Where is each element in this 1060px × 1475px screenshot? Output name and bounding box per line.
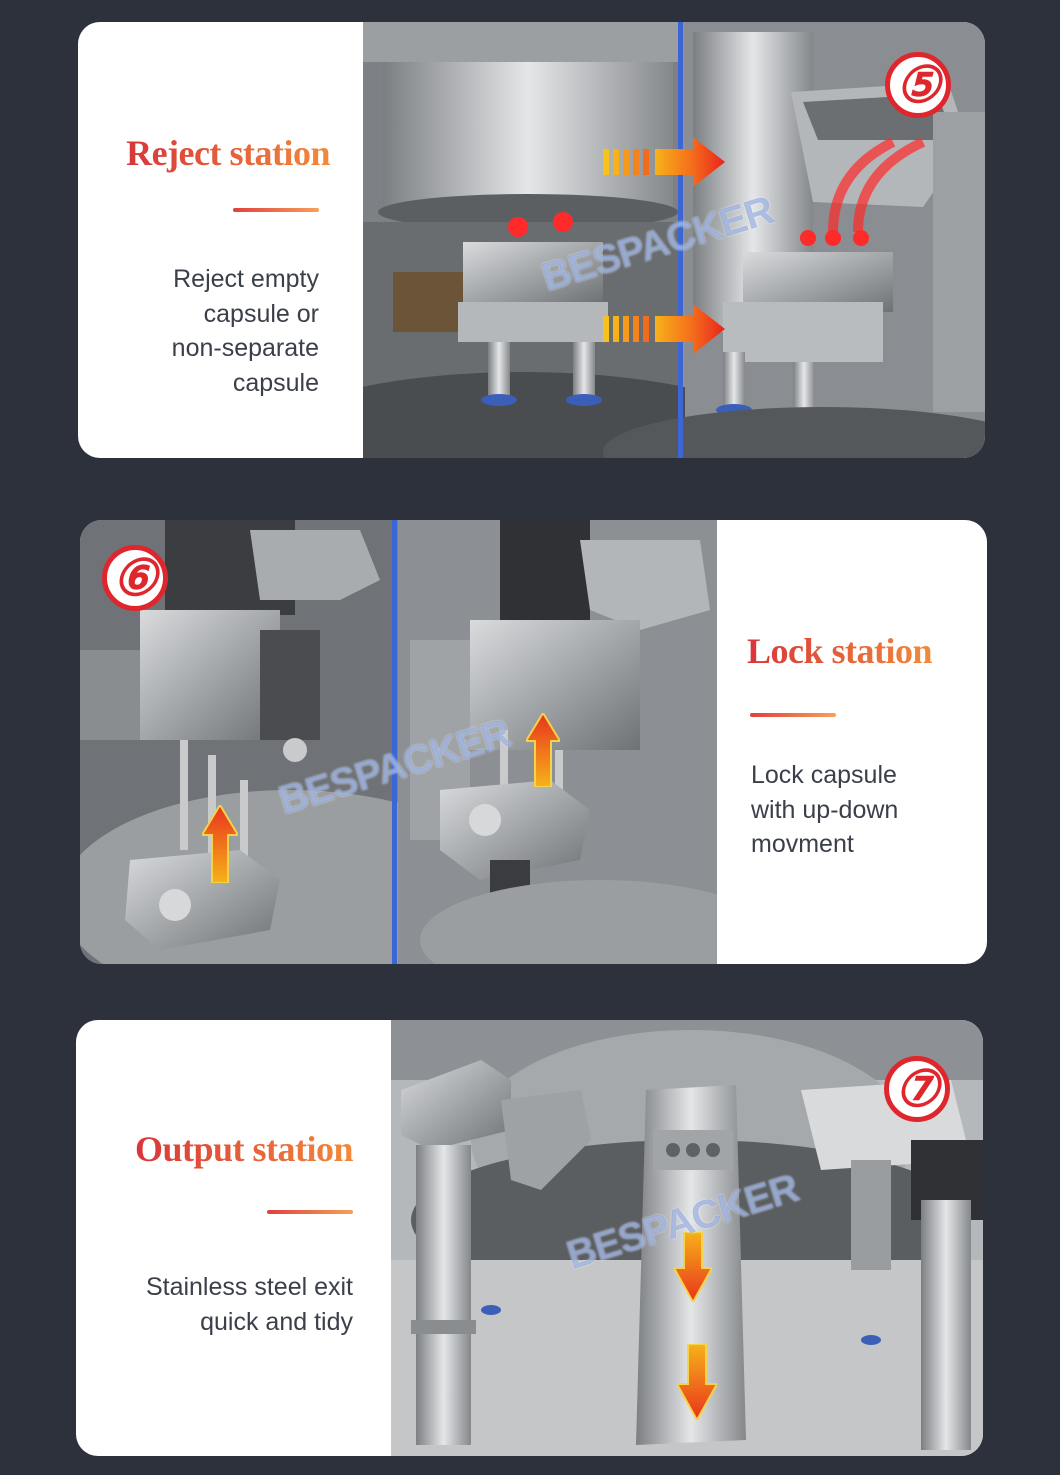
up-arrow-icon: [202, 805, 238, 883]
section-title: Output station: [134, 1129, 354, 1169]
description-line: quick and tidy: [200, 1307, 353, 1336]
description-line: non-separate: [171, 334, 319, 362]
photo-divider: [392, 520, 397, 964]
description-line: Stainless steel exit: [145, 1273, 353, 1301]
lock-station-photo: ⑥ BESPACKER: [80, 520, 717, 964]
title-underline: [233, 208, 319, 212]
section-description: Lock capsule with up-down movment: [751, 758, 981, 862]
up-arrow-icon: [526, 713, 560, 787]
output-station-text-panel: Output station Stainless steel exit quic…: [76, 1020, 391, 1456]
title-underline: [750, 713, 836, 717]
section-description: Reject empty capsule or non-separate cap…: [78, 262, 319, 400]
reject-station-text-panel: Reject station Reject empty capsule or n…: [78, 22, 363, 458]
description-line: capsule: [232, 368, 319, 397]
photo-divider: [678, 22, 683, 458]
description-line: movment: [751, 830, 854, 858]
station-number-badge: ⑥: [102, 545, 168, 611]
down-arrow-icon: [674, 1232, 712, 1302]
description-line: with up-down: [751, 795, 899, 824]
title-underline: [267, 1210, 353, 1214]
right-arrow-icon: [603, 137, 725, 187]
section-title: Lock station: [747, 631, 933, 671]
description-line: Lock capsule: [751, 761, 897, 789]
output-station-card: Output station Stainless steel exit quic…: [76, 1020, 983, 1456]
lock-station-card: ⑥ BESPACKER Lock station Lock capsule wi…: [80, 520, 987, 964]
description-line: capsule or: [203, 299, 319, 328]
section-title: Reject station: [126, 133, 330, 173]
output-station-photo: ⑦ BESPACKER: [391, 1020, 983, 1456]
station-number-badge: ⑦: [884, 1056, 950, 1122]
reject-station-photo: ⑤ BESPACKER: [363, 22, 985, 458]
description-line: Reject empty: [173, 265, 319, 293]
right-arrow-icon: [603, 304, 725, 354]
down-arrow-icon: [677, 1344, 717, 1420]
lock-station-text-panel: Lock station Lock capsule with up-down m…: [717, 520, 987, 964]
section-description: Stainless steel exit quick and tidy: [76, 1270, 353, 1339]
reject-station-card: Reject station Reject empty capsule or n…: [78, 22, 985, 458]
station-number-badge: ⑤: [885, 52, 951, 118]
